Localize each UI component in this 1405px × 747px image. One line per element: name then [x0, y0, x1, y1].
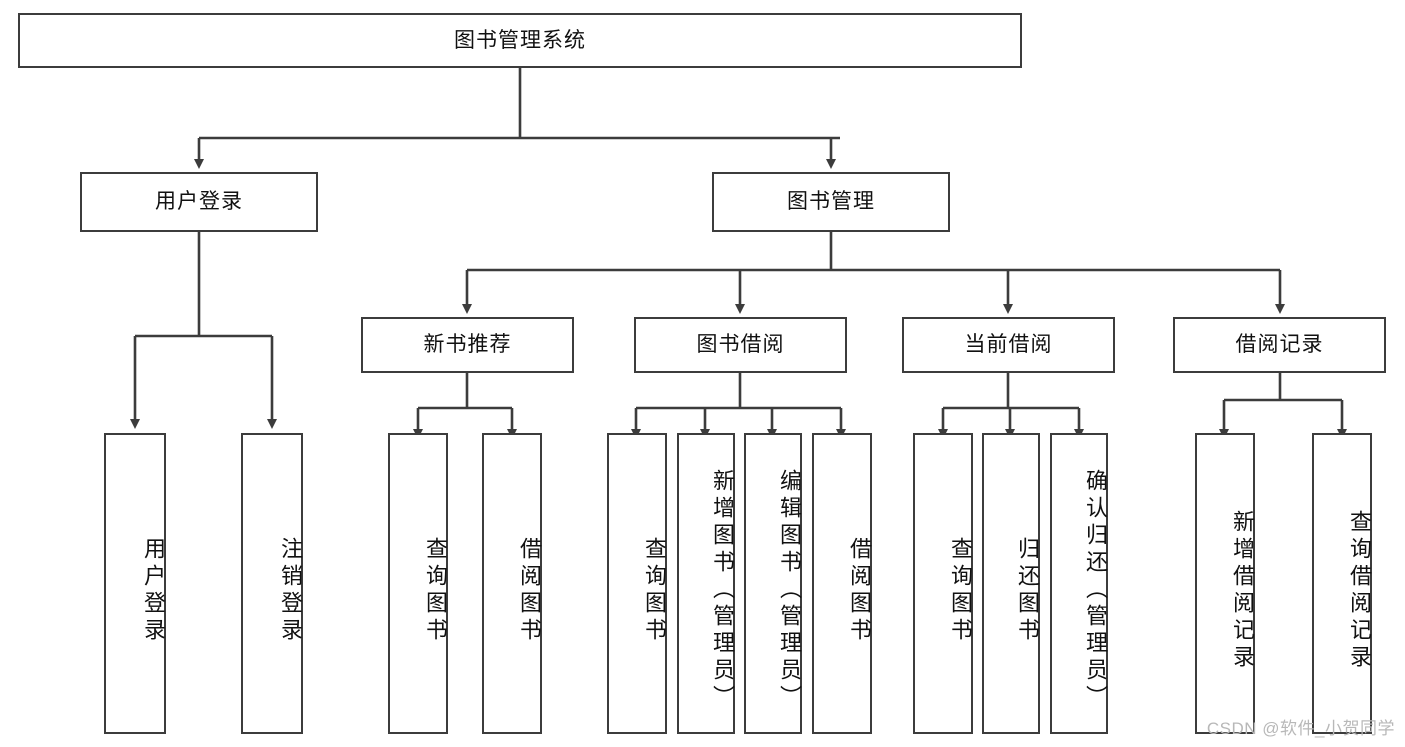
leaf-query-book-1-label: 查询图书	[423, 536, 448, 645]
leaf-return-book-label: 归还图书	[1015, 536, 1040, 645]
leaf-borrow-book-1[interactable]: 借阅图书	[482, 433, 542, 734]
leaf-query-record[interactable]: 查询借阅记录	[1312, 433, 1372, 734]
leaf-query-book-2-label: 查询图书	[642, 536, 667, 645]
leaf-query-book-2[interactable]: 查询图书	[607, 433, 667, 734]
leaf-add-book[interactable]: 新增图书（管理员）	[677, 433, 735, 734]
node-new-book-rec[interactable]: 新书推荐	[361, 317, 574, 373]
node-book-borrow-label: 图书借阅	[696, 333, 785, 357]
leaf-return-book[interactable]: 归还图书	[982, 433, 1040, 734]
leaf-user-login[interactable]: 用户登录	[104, 433, 166, 734]
leaf-borrow-book-2-label: 借阅图书	[847, 536, 872, 645]
leaf-query-book-3-label: 查询图书	[948, 536, 973, 645]
leaf-query-book-1[interactable]: 查询图书	[388, 433, 448, 734]
leaf-edit-book-label: 编辑图书（管理员）	[777, 469, 802, 712]
node-user-login-label: 用户登录	[155, 190, 243, 214]
node-book-manage-label: 图书管理	[787, 190, 875, 214]
node-user-login[interactable]: 用户登录	[80, 172, 318, 232]
leaf-logout-label: 注销登录	[278, 536, 303, 645]
leaf-edit-book[interactable]: 编辑图书（管理员）	[744, 433, 802, 734]
node-current-borrow[interactable]: 当前借阅	[902, 317, 1115, 373]
node-new-book-rec-label: 新书推荐	[423, 333, 512, 357]
leaf-user-login-label: 用户登录	[141, 536, 166, 645]
leaf-confirm-return[interactable]: 确认归还（管理员）	[1050, 433, 1108, 734]
leaf-add-book-label: 新增图书（管理员）	[710, 469, 735, 712]
leaf-add-record-label: 新增借阅记录	[1230, 509, 1255, 672]
leaf-borrow-book-2[interactable]: 借阅图书	[812, 433, 872, 734]
node-current-borrow-label: 当前借阅	[964, 333, 1053, 357]
leaf-confirm-return-label: 确认归还（管理员）	[1083, 469, 1108, 712]
node-root[interactable]: 图书管理系统	[18, 13, 1022, 68]
leaf-add-record[interactable]: 新增借阅记录	[1195, 433, 1255, 734]
leaf-borrow-book-1-label: 借阅图书	[517, 536, 542, 645]
watermark: CSDN @软件_小贺同学	[1206, 719, 1395, 738]
node-book-manage[interactable]: 图书管理	[712, 172, 950, 232]
leaf-query-book-3[interactable]: 查询图书	[913, 433, 973, 734]
leaf-logout[interactable]: 注销登录	[241, 433, 303, 734]
node-book-borrow[interactable]: 图书借阅	[634, 317, 847, 373]
node-borrow-record-label: 借阅记录	[1235, 333, 1324, 357]
node-borrow-record[interactable]: 借阅记录	[1173, 317, 1386, 373]
node-root-label: 图书管理系统	[454, 28, 586, 52]
leaf-query-record-label: 查询借阅记录	[1347, 509, 1372, 672]
